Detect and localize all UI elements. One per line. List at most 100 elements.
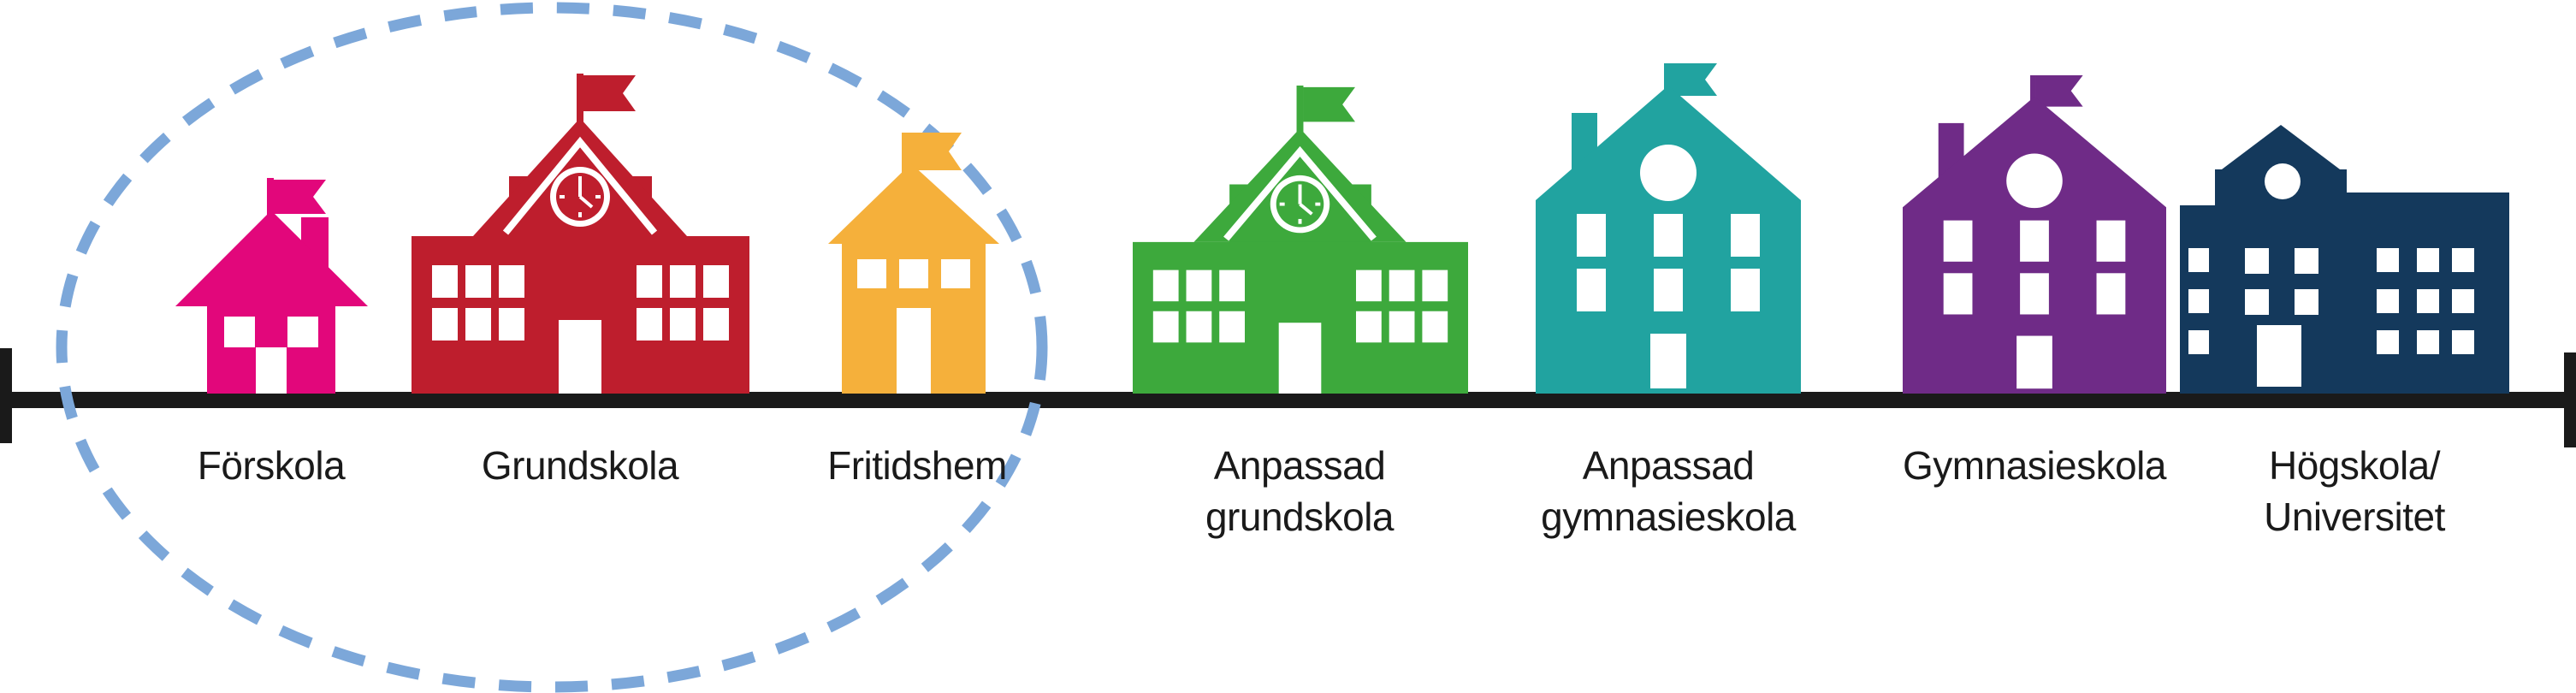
clock-ticks-and-hands: [560, 176, 601, 217]
stage-label-hogskola-universitet: Högskola/ Universitet: [2141, 440, 2568, 542]
window: [2245, 248, 2269, 274]
door: [2257, 325, 2301, 387]
window: [1152, 270, 1179, 302]
window: [2020, 220, 2049, 262]
window: [1186, 270, 1212, 302]
flag-icon: [909, 133, 962, 170]
window: [703, 308, 729, 341]
door: [897, 308, 931, 394]
window: [637, 308, 662, 341]
window: [432, 308, 458, 341]
grundskola-schoolhouse-icon: [412, 74, 749, 394]
window: [2452, 289, 2474, 313]
window: [1219, 270, 1245, 302]
window: [2295, 289, 2318, 315]
window: [1152, 311, 1179, 343]
windows-and-door: [2188, 163, 2474, 387]
stage-label-line: Fritidshem: [827, 443, 1007, 488]
flag-icon: [2035, 75, 2083, 107]
stage-label-line: grundskola: [1205, 495, 1395, 539]
window: [2096, 273, 2126, 315]
stage-label-line: Högskola/: [2268, 443, 2441, 488]
window: [637, 265, 662, 298]
window: [499, 265, 524, 298]
windows-and-door: [1577, 145, 1760, 388]
window: [703, 265, 729, 298]
stage-label-line: gymnasieskola: [1541, 495, 1796, 539]
fritidshem-house-icon: [828, 133, 999, 394]
round-window: [1640, 145, 1697, 201]
window: [941, 259, 970, 288]
window: [2417, 248, 2439, 272]
window: [857, 259, 886, 288]
window: [1389, 311, 1415, 343]
window: [432, 265, 458, 298]
gable-trim: [1223, 145, 1377, 241]
stage-label-fritidshem: Fritidshem: [703, 440, 1131, 491]
window: [1389, 270, 1415, 302]
hour-hand: [578, 195, 594, 209]
tower-roof: [2215, 125, 2347, 175]
round-window: [2006, 153, 2063, 209]
window: [1356, 311, 1382, 343]
stage-label-anpassad-grundskola: Anpassad grundskola: [1086, 440, 1513, 542]
stage-label-line: Grundskola: [481, 443, 679, 488]
window: [2377, 248, 2399, 272]
door: [256, 347, 287, 394]
window: [287, 317, 318, 347]
stage-label-gymnasieskola: Gymnasieskola: [1821, 440, 2248, 491]
window: [2452, 248, 2474, 272]
window: [1731, 214, 1760, 257]
window: [1731, 269, 1760, 311]
window: [2377, 330, 2399, 354]
flag-icon: [274, 180, 326, 214]
window: [1577, 269, 1606, 311]
flag-pole: [577, 74, 583, 125]
roof: [175, 210, 368, 306]
window: [465, 265, 491, 298]
forskola-house-icon: [175, 178, 368, 394]
window: [2377, 289, 2399, 313]
window: [499, 308, 524, 341]
flag-icon: [1670, 63, 1717, 96]
gable-trim: [502, 136, 658, 235]
window: [670, 265, 696, 298]
door: [2016, 335, 2052, 389]
clock-icon: [550, 167, 610, 227]
flag-pole: [1664, 63, 1670, 99]
hour-hand: [1299, 203, 1313, 216]
door: [1278, 323, 1322, 394]
window: [2452, 330, 2474, 354]
dashed-grouping-ellipse: [56, 2, 1048, 693]
windows-and-door: [857, 259, 970, 394]
flag-icon: [583, 75, 636, 111]
window: [2245, 289, 2269, 315]
stage-label-line: Gymnasieskola: [1903, 443, 2166, 488]
window: [1422, 270, 1448, 302]
clock-ticks-and-hands: [1279, 184, 1321, 224]
flag-icon: [1303, 86, 1356, 122]
timeline-right-tick: [2564, 352, 2576, 447]
round-window: [2265, 163, 2301, 199]
window: [2295, 248, 2318, 274]
window: [1577, 214, 1606, 257]
window: [1186, 311, 1212, 343]
window: [465, 308, 491, 341]
clock-icon: [1270, 175, 1330, 234]
window: [1943, 273, 1973, 315]
window: [2188, 330, 2209, 354]
window: [2188, 289, 2209, 313]
stage-label-line: Universitet: [2264, 495, 2445, 539]
windows-and-door: [432, 265, 729, 394]
window: [899, 259, 928, 288]
flag-pole: [267, 178, 274, 231]
window: [2188, 248, 2209, 272]
windows-and-door: [1152, 270, 1448, 394]
flag-pole: [1296, 86, 1304, 135]
window: [224, 317, 255, 347]
window: [1943, 220, 1973, 262]
stage-label-line: Förskola: [197, 443, 346, 488]
window: [1654, 214, 1683, 257]
window: [1422, 311, 1448, 343]
